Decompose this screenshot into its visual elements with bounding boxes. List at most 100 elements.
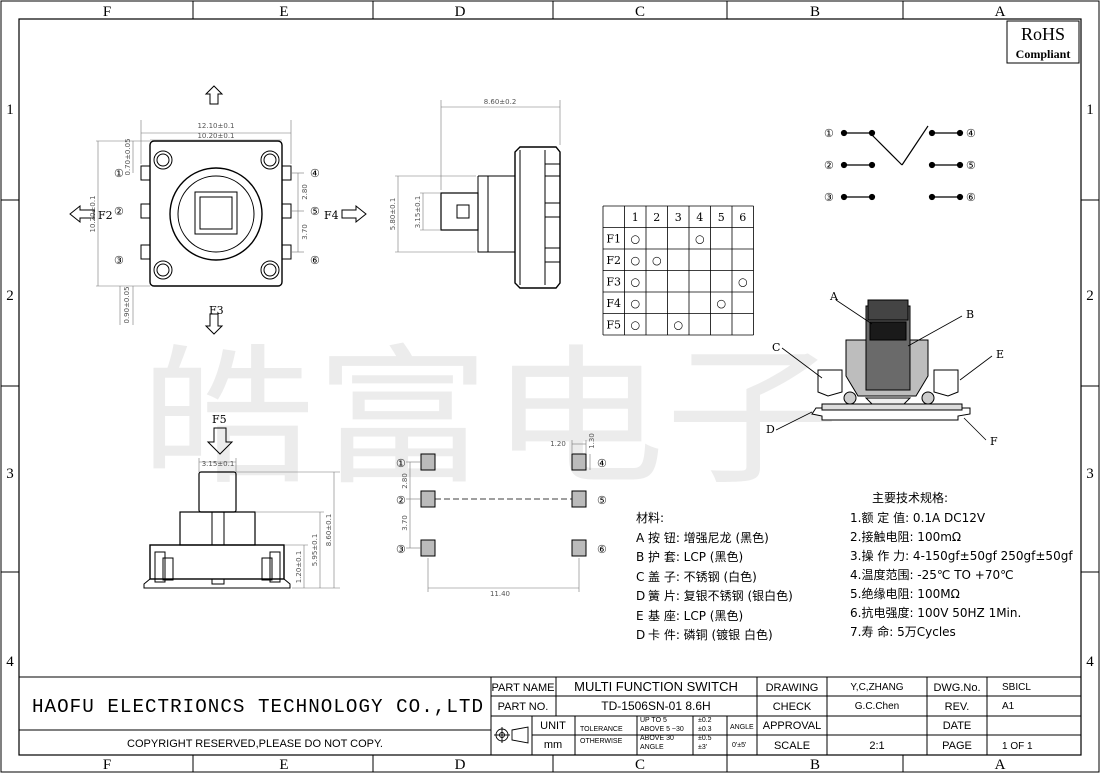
- spec-title: 主要技术规格:: [872, 490, 948, 505]
- callout-label: F: [990, 435, 998, 448]
- spec-item: 6.抗电强度: 100V 50HZ 1Min.: [850, 605, 1021, 620]
- rev-value: A1: [1002, 701, 1015, 712]
- pin-label: ③: [396, 543, 406, 556]
- table-mark: ○: [652, 254, 662, 267]
- cross-section: [775, 299, 993, 441]
- pad-layout: [406, 440, 591, 592]
- pin-label: ⑥: [310, 254, 320, 267]
- material-key: D: [636, 628, 645, 642]
- dim-label: 0.70±0.05: [124, 138, 132, 175]
- table-mark: ○: [738, 275, 748, 288]
- material-text: 护 套: LCP (黑色): [648, 550, 743, 564]
- check-value: G.C.Chen: [855, 701, 899, 712]
- spec-list: 主要技术规格: 1.额 定 值: 0.1A DC12V 2.接触电阻: 100m…: [850, 490, 1073, 639]
- zone-col-bottom: E: [279, 757, 288, 773]
- drawing-value: Y,C,ZHANG: [850, 682, 903, 693]
- arrow-up-icon: [204, 85, 224, 105]
- table-header: 3: [675, 211, 682, 224]
- spec-item: 5.绝缘电阻: 100MΩ: [850, 586, 960, 601]
- tol-range: ABOVE 30: [640, 735, 674, 742]
- tol-value: ±0.2: [698, 717, 712, 724]
- switch-schematic: [840, 125, 964, 201]
- arrow-press-icon: [206, 427, 234, 455]
- zone-col-bottom: B: [810, 757, 820, 773]
- table-header: 2: [653, 211, 660, 224]
- top-view: [69, 85, 367, 335]
- material-key: E: [636, 609, 644, 623]
- dim-label: 10.20±0.1: [197, 132, 234, 140]
- dim-label: 8.60±0.1: [325, 514, 333, 547]
- table-mark: ○: [630, 232, 640, 245]
- table-mark: ○: [695, 232, 705, 245]
- arrow-down-icon: [204, 313, 224, 335]
- zone-row-left: 3: [6, 466, 14, 482]
- date-label: DATE: [943, 720, 972, 732]
- dim-label: 5.95±0.1: [311, 534, 319, 567]
- inner-frame: [18, 18, 1082, 756]
- tolerance-label: TOLERANCE: [580, 726, 623, 733]
- force-label-f5: F5: [212, 413, 227, 426]
- table-mark: ○: [630, 254, 640, 267]
- dwg-label: DWG.No.: [933, 682, 980, 694]
- table-header: 5: [718, 211, 725, 224]
- zone-col-bottom: D: [455, 757, 466, 773]
- pin-label: ③: [824, 191, 834, 204]
- dwg-value: SBICL: [1002, 682, 1031, 693]
- table-row-label: F5: [606, 318, 621, 331]
- rohs-subtitle: Compliant: [1016, 47, 1071, 61]
- force-label-f2: F2: [98, 209, 113, 222]
- spec-item: 2.接触电阻: 100mΩ: [850, 529, 961, 544]
- material-key: A: [636, 531, 645, 545]
- spec-item: 7.寿 命: 5万Cycles: [850, 624, 956, 639]
- material-text: 基 座: LCP (黑色): [648, 608, 743, 623]
- pin-label: ④: [597, 457, 607, 470]
- copyright-notice: COPYRIGHT RESERVED,PLEASE DO NOT COPY.: [127, 738, 383, 750]
- otherwise-label: OTHERWISE: [580, 738, 623, 745]
- zone-col-top: C: [635, 4, 645, 20]
- spec-item: 1.额 定 值: 0.1A DC12V: [850, 510, 986, 525]
- angle-value: 0'±5': [732, 742, 746, 749]
- angle-label: ANGLE: [730, 724, 754, 731]
- part-name-label: PART NAME: [492, 682, 555, 694]
- zone-row-left: 4: [6, 654, 14, 670]
- company-name: HAOFU ELECTRIONCS TECHNOLOGY CO.,LTD: [32, 696, 484, 718]
- pin-label: ⑤: [597, 494, 607, 507]
- projection-symbol-icon: [494, 726, 529, 744]
- tol-value: ±3': [698, 744, 707, 751]
- rohs-title: RoHS: [1021, 24, 1065, 44]
- dim-label: 3.15±0.1: [202, 460, 235, 468]
- pin-label: ①: [114, 167, 124, 180]
- zone-col-top: A: [995, 4, 1006, 20]
- material-text: 盖 子: 不锈钢 (白色): [648, 569, 757, 584]
- zone-col-top: F: [103, 4, 111, 20]
- material-text: 卡 件: 磷铜 (镀银 白色): [648, 627, 773, 642]
- part-no: TD-1506SN-01 8.6H: [601, 699, 710, 713]
- zone-row-right: 3: [1086, 466, 1094, 482]
- zone-row-left: 2: [6, 288, 14, 304]
- zone-col-bottom: A: [995, 757, 1006, 773]
- zone-row-right: 1: [1086, 102, 1094, 118]
- material-text: 簧 片: 复银不锈钢 (银白色): [648, 588, 793, 603]
- dim-label: 2.80: [401, 473, 409, 489]
- rev-label: REV.: [945, 701, 970, 713]
- tol-range: UP TO 5: [640, 717, 667, 724]
- force-label-f3: F3: [209, 304, 224, 317]
- scale-value: 2:1: [869, 740, 884, 752]
- dim-label: 3.15±0.1: [414, 196, 422, 229]
- zone-col-bottom: C: [635, 757, 645, 773]
- callout-label: B: [966, 308, 974, 321]
- dim-label: 0.90±0.05: [123, 286, 131, 323]
- dim-label: 2.80: [301, 184, 309, 200]
- callout-label: A: [829, 290, 839, 303]
- dim-label: 10.20±0.1: [89, 195, 97, 232]
- materials-list: 材料: A 按 钮: 增强尼龙 (黑色) B 护 套: LCP (黑色) C 盖…: [636, 511, 793, 642]
- dim-label: 3.70: [301, 224, 309, 240]
- approval-label: APPROVAL: [763, 720, 822, 732]
- material-key: D: [636, 589, 645, 603]
- rohs-badge: RoHS Compliant: [1006, 20, 1080, 64]
- zone-col-top: B: [810, 4, 820, 20]
- side-view: [395, 100, 561, 289]
- zone-col-top: E: [279, 4, 288, 20]
